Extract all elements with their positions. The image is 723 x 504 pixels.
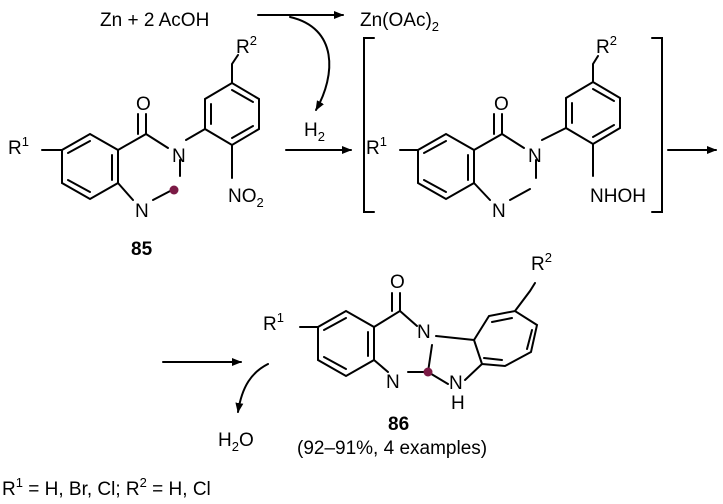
c86-n-top: N	[417, 322, 431, 343]
zn-acoh-label: Zn + 2 AcOH	[100, 10, 209, 31]
c85-n3: N	[172, 146, 186, 167]
compound-85-label: 85	[131, 239, 153, 260]
c86-n-left: N	[386, 372, 400, 393]
curved-arrow-h2	[289, 16, 331, 111]
c85-r2: R2	[236, 33, 257, 58]
int-n1: N	[492, 201, 506, 222]
curved-arrow-h2o	[235, 363, 269, 413]
int-r2: R2	[596, 33, 617, 58]
zn-oac2-label: Zn(OAc)2	[360, 10, 439, 34]
c85-bonds	[41, 54, 260, 201]
c85-highlight-dot	[169, 185, 179, 195]
int-n3: N	[528, 146, 542, 167]
intermediate: R1 O N N R2 NHOH	[363, 33, 663, 222]
compound-86-yield: (92–91%, 4 examples)	[297, 438, 487, 459]
right-bracket	[651, 37, 663, 213]
substituent-footnote: R1 = H, Br, Cl; R2 = H, Cl	[2, 475, 211, 500]
h2-label: H2	[304, 120, 325, 144]
c86-highlight-dot	[423, 367, 433, 377]
c86-n-h: N	[449, 373, 463, 394]
h2o-label: H2O	[218, 430, 254, 454]
compound-86-label: 86	[388, 414, 409, 435]
c85-r1: R1	[8, 134, 29, 159]
c86-h: H	[451, 393, 465, 414]
compound-86: R1 O N N N H R2 86 (92–91%, 4 examples)	[263, 250, 552, 459]
c86-o: O	[390, 272, 405, 293]
c85-n1: N	[135, 201, 149, 222]
c86-r1: R1	[263, 310, 284, 335]
c86-bonds	[299, 282, 539, 385]
int-o: O	[494, 94, 509, 115]
int-bonds	[399, 55, 621, 201]
c85-no2: NO2	[228, 186, 264, 210]
c86-r2: R2	[531, 250, 552, 275]
int-r1: R1	[366, 134, 387, 159]
compound-85: R1 O N N R2 NO2 85	[8, 33, 264, 260]
left-bracket	[363, 37, 375, 213]
int-nhoh: NHOH	[590, 186, 646, 207]
c85-o: O	[136, 94, 151, 115]
